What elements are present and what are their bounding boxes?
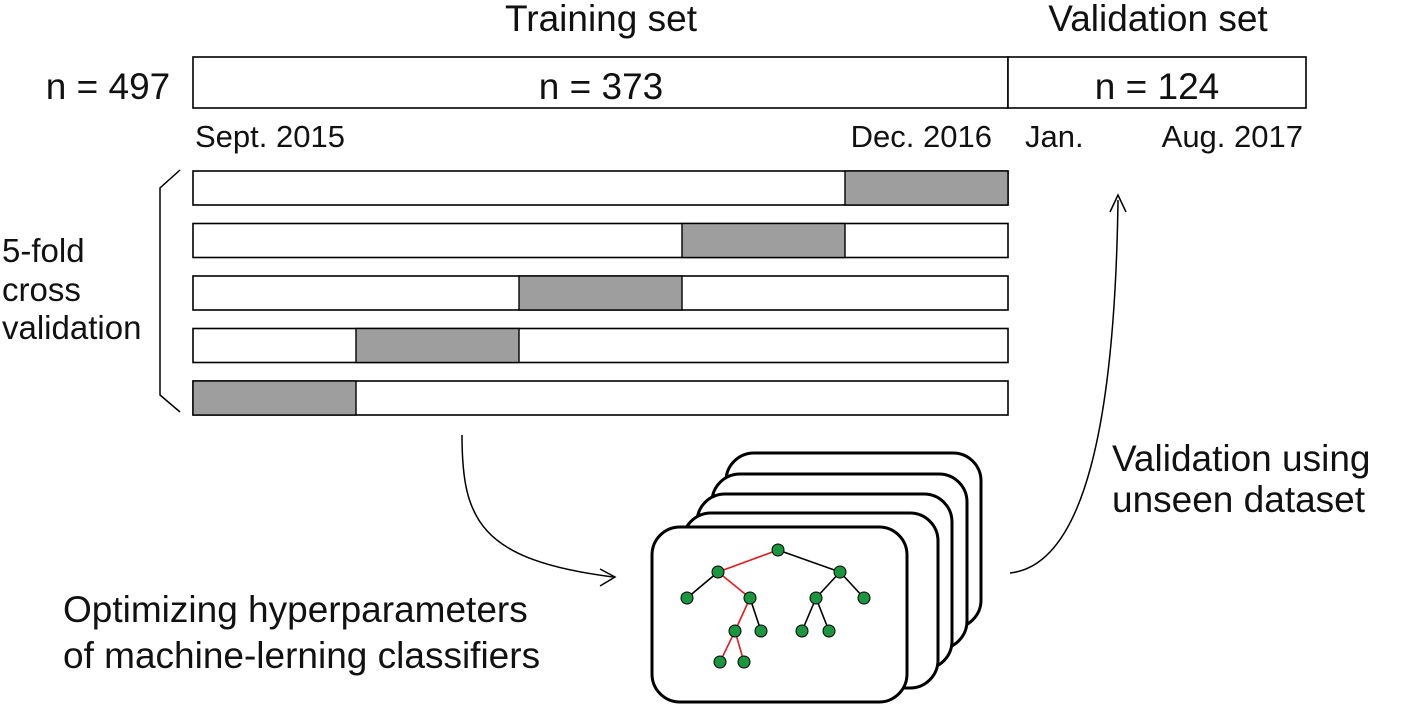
optimize-label-line-2: of machine-lerning classifiers bbox=[63, 635, 540, 676]
training-count-label: n = 373 bbox=[539, 66, 663, 107]
tree-node bbox=[737, 655, 751, 669]
tree-node bbox=[771, 543, 785, 557]
classifier-stack bbox=[650, 451, 983, 704]
training-set-header: Training set bbox=[505, 0, 698, 39]
held-out-fold-1 bbox=[844, 170, 1009, 206]
tree-node bbox=[857, 591, 871, 605]
validation-start-date: Jan. bbox=[1025, 119, 1084, 154]
tree-node bbox=[754, 624, 768, 638]
cv-folds bbox=[192, 170, 1009, 416]
optimize-label-line-1: Optimizing hyperparameters bbox=[63, 589, 528, 630]
optimization-arrow bbox=[461, 434, 614, 578]
tree-node bbox=[711, 565, 725, 579]
held-out-fold-5 bbox=[192, 380, 357, 416]
total-count-label: n = 497 bbox=[46, 66, 170, 107]
training-end-date: Dec. 2016 bbox=[851, 119, 992, 154]
training-set-box bbox=[192, 56, 1009, 109]
tree-node bbox=[713, 655, 727, 669]
tree-edge bbox=[777, 549, 841, 573]
cv-label-line-3: validation bbox=[2, 309, 141, 346]
validation-set-header: Validation set bbox=[1048, 0, 1268, 39]
decision-tree-icon bbox=[680, 543, 871, 669]
training-start-date: Sept. 2015 bbox=[195, 119, 345, 154]
held-out-fold-4 bbox=[355, 327, 520, 364]
fold-row-4 bbox=[192, 327, 1009, 364]
validation-label-line-2: unseen dataset bbox=[1112, 479, 1366, 520]
held-out-fold-2 bbox=[681, 222, 846, 259]
cv-label-line-1: 5-fold bbox=[2, 232, 85, 269]
fold-row-2 bbox=[192, 222, 1009, 259]
validation-set-box bbox=[1007, 56, 1307, 109]
tree-node bbox=[743, 591, 757, 605]
tree-node bbox=[680, 591, 694, 605]
cv-label-line-2: cross bbox=[2, 271, 81, 308]
tree-node bbox=[795, 624, 809, 638]
tree-node bbox=[822, 624, 836, 638]
validation-end-date: Aug. 2017 bbox=[1162, 119, 1303, 154]
tree-edge bbox=[717, 549, 779, 573]
validation-count-label: n = 124 bbox=[1095, 66, 1219, 107]
tree-edge bbox=[717, 571, 751, 599]
cv-bracket bbox=[159, 169, 181, 413]
tree-node bbox=[833, 565, 847, 579]
validation-arrow bbox=[1009, 199, 1119, 574]
tree-edge bbox=[686, 571, 719, 599]
validation-arrowhead bbox=[1109, 193, 1127, 213]
validation-label-line-1: Validation using bbox=[1112, 438, 1371, 479]
held-out-fold-3 bbox=[518, 275, 683, 311]
optimization-arrowhead bbox=[599, 568, 617, 587]
tree-node bbox=[809, 591, 823, 605]
tree-node bbox=[728, 624, 742, 638]
